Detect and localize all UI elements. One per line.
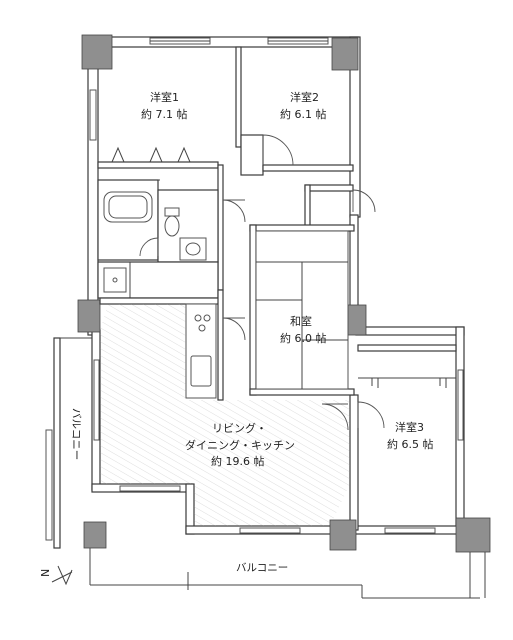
ldk-floor [100, 304, 350, 526]
room-name-western1: 洋室1 [150, 90, 179, 104]
room-area-western3: 約 6.5 帖 [387, 437, 434, 451]
room-name-ldk-line2: ダイニング・キッチン [185, 438, 295, 452]
toilet-icon [164, 207, 180, 237]
room-area-japanese: 約 6.0 帖 [280, 331, 327, 345]
room-area-western1: 約 7.1 帖 [141, 107, 188, 121]
north-arrow-icon [51, 565, 73, 586]
balcony-south-label: バルコニー [236, 562, 288, 574]
compass-label: N [39, 569, 52, 577]
washbasin-icon [179, 237, 207, 261]
closet-marks [111, 146, 447, 388]
room-name-western3: 洋室3 [395, 420, 424, 434]
balcony-west-label: バルコニー [70, 408, 82, 460]
windows [89, 37, 464, 534]
washing-machine-icon [103, 267, 127, 293]
room-name-ldk-line1: リビング・ [212, 421, 267, 435]
tatami-mats [255, 230, 349, 390]
doors [139, 134, 385, 431]
room-area-ldk: 約 19.6 帖 [211, 454, 265, 468]
bathtub-icon [103, 191, 153, 223]
balcony-south [89, 548, 486, 599]
pillars [77, 34, 491, 553]
room-name-western2: 洋室2 [290, 90, 319, 104]
room-name-japanese: 和室 [290, 314, 312, 328]
balcony-west [45, 337, 92, 549]
room-area-western2: 約 6.1 帖 [280, 107, 327, 121]
kitchen-counter [185, 303, 217, 399]
